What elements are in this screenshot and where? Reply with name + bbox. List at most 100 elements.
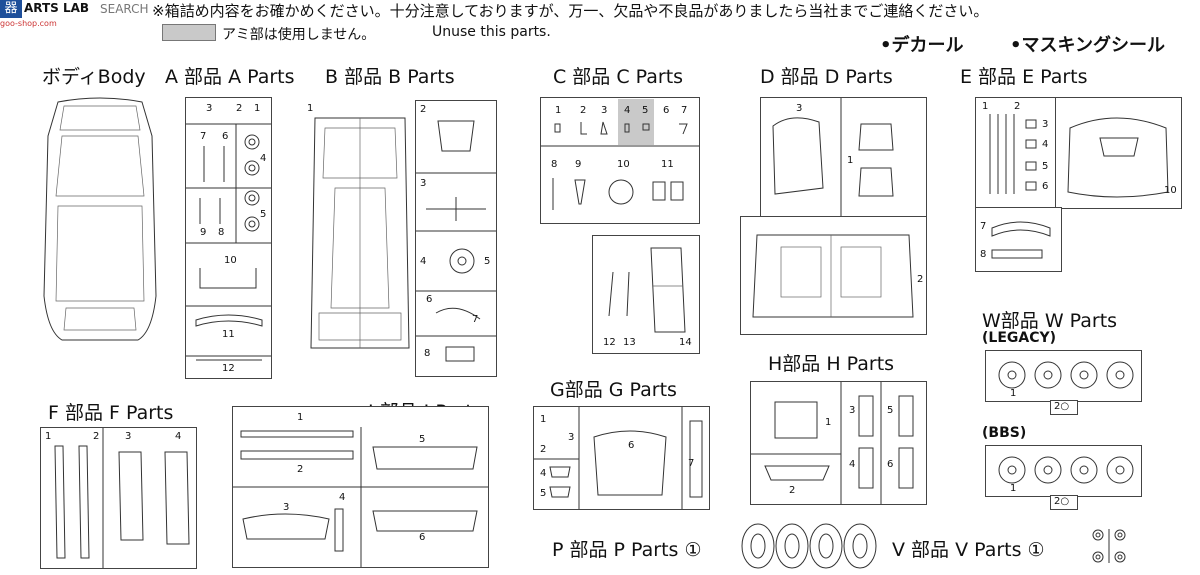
d-part-1: 1 <box>847 155 854 166</box>
a-part-12: 12 <box>222 363 235 374</box>
e-part-1: 1 <box>982 101 989 112</box>
b-part-6: 6 <box>426 294 433 305</box>
a-part-10: 10 <box>224 255 237 266</box>
w-bbs-sprue: 1 <box>985 445 1142 497</box>
a-part-11: 11 <box>222 329 235 340</box>
w-bbs-wheels <box>998 456 1134 484</box>
g-part-6: 6 <box>628 440 635 451</box>
b-part-2: 2 <box>420 104 427 115</box>
unuse-en: Unuse this parts. <box>432 24 551 40</box>
g-part-1: 1 <box>540 414 547 425</box>
e-part-7: 7 <box>980 221 987 232</box>
a-part-5: 5 <box>260 209 267 220</box>
d-parts-drawing-1 <box>772 98 894 216</box>
j-parts-drawing <box>233 427 488 567</box>
w-bbs-part-1: 1 <box>1010 483 1017 494</box>
e-parts-title: E 部品 E Parts <box>960 66 1088 88</box>
h-part-3: 3 <box>849 405 856 416</box>
b-parts-title: B 部品 B Parts <box>325 66 455 88</box>
b-part-7: 7 <box>472 314 479 325</box>
e-part-2: 2 <box>1014 101 1021 112</box>
c-part-11: 11 <box>661 159 674 170</box>
g-part-7: 7 <box>688 458 695 469</box>
b-parts-sprue: 2 3 4 5 6 7 8 <box>415 100 497 377</box>
bbs-label: (BBS) <box>982 425 1027 441</box>
d-parts-sprue-1: 3 1 <box>760 97 927 217</box>
decal-label: •デカール <box>880 35 964 56</box>
d-part-3: 3 <box>796 103 803 114</box>
g-part-2: 2 <box>540 444 547 455</box>
b-part-5: 5 <box>484 256 491 267</box>
masking-label: •マスキングシール <box>1010 35 1165 56</box>
c-part-3: 3 <box>601 105 608 116</box>
g-parts-sprue: 1 2 3 4 5 6 7 <box>533 406 710 510</box>
e-parts-drawing-1 <box>989 114 1037 194</box>
c-part-2: 2 <box>580 105 587 116</box>
h-part-5: 5 <box>887 405 894 416</box>
a-parts-title: A 部品 A Parts <box>165 66 295 88</box>
e-part-4: 4 <box>1042 139 1049 150</box>
a-parts-sprue: 3 2 1 7 6 4 5 9 8 10 11 12 <box>185 97 272 379</box>
watermark-text: SEARCH <box>100 2 149 16</box>
c-part-8: 8 <box>551 159 558 170</box>
notice-text: ※箱詰め内容をお確かめください。十分注意しておりますが、万一、欠品や不良品があり… <box>152 2 989 20</box>
e-part-8: 8 <box>980 249 987 260</box>
unuse-swatch <box>162 24 216 41</box>
j-part-3: 3 <box>283 502 290 513</box>
f-part-3: 3 <box>125 431 132 442</box>
e-part-3: 3 <box>1042 119 1049 130</box>
logo-text: ARTS LAB <box>24 1 90 15</box>
d-parts-title: D 部品 D Parts <box>760 66 893 88</box>
c-part-9: 9 <box>575 159 582 170</box>
j-parts-sprue: 1 2 3 4 5 6 <box>232 406 489 568</box>
b-part-3: 3 <box>420 178 427 189</box>
c-part-14: 14 <box>679 337 692 348</box>
d-parts-drawing-2 <box>752 234 914 318</box>
h-part-4: 4 <box>849 459 856 470</box>
e-part-6: 6 <box>1042 181 1049 192</box>
a-part-9: 9 <box>200 227 207 238</box>
b-part-4: 4 <box>420 256 427 267</box>
c-part-4: 4 <box>624 105 631 116</box>
a-part-3: 3 <box>206 103 213 114</box>
h-parts-drawing <box>751 382 914 504</box>
h-part-1: 1 <box>825 417 832 428</box>
c-parts-sprue-2: 12 13 14 <box>592 235 700 354</box>
f-parts-title: F 部品 F Parts <box>48 402 174 424</box>
e-hood-drawing <box>1067 117 1169 198</box>
j-part-5: 5 <box>419 434 426 445</box>
c-parts-title: C 部品 C Parts <box>553 66 684 88</box>
f-part-2: 2 <box>93 431 100 442</box>
w-bbs-tab: 2○ <box>1050 495 1078 510</box>
site-text: goo-shop.com <box>0 19 57 28</box>
f-parts-sprue: 1 2 3 4 <box>40 427 197 569</box>
c-part-1: 1 <box>555 105 562 116</box>
v-parts-drawing <box>1092 529 1126 563</box>
g-part-4: 4 <box>540 468 547 479</box>
f-part-4: 4 <box>175 431 182 442</box>
h-part-6: 6 <box>887 459 894 470</box>
legacy-label: (LEGACY) <box>982 330 1057 346</box>
c-part-7: 7 <box>681 105 688 116</box>
a-part-7: 7 <box>200 131 207 142</box>
j-part-2: 2 <box>297 464 304 475</box>
e-parts-sprue-1: 1 2 3 4 5 6 <box>975 97 1057 209</box>
a-part-8: 8 <box>218 227 225 238</box>
body-shell-drawing <box>43 97 157 341</box>
a-part-2: 2 <box>236 103 243 114</box>
c-parts-sprue-1: 1 2 3 4 5 6 7 8 9 10 11 <box>540 97 700 224</box>
w-bbs-part-2: 2○ <box>1054 496 1070 507</box>
w-legacy-wheels <box>998 361 1134 389</box>
g-parts-drawing <box>534 407 703 509</box>
a-parts-drawing <box>186 123 271 361</box>
logo-badge: 器 <box>0 0 22 18</box>
h-parts-title: H部品 H Parts <box>768 353 895 375</box>
e-parts-sprue-2: 10 <box>1055 97 1182 209</box>
c-parts-drawing-1 <box>541 121 699 210</box>
c-part-12: 12 <box>603 337 616 348</box>
f-part-1: 1 <box>45 431 52 442</box>
c-parts-drawing-2 <box>608 247 686 333</box>
p-tires-drawing <box>741 523 877 569</box>
b-part-1: 1 <box>307 103 314 114</box>
b-part-8: 8 <box>424 348 431 359</box>
